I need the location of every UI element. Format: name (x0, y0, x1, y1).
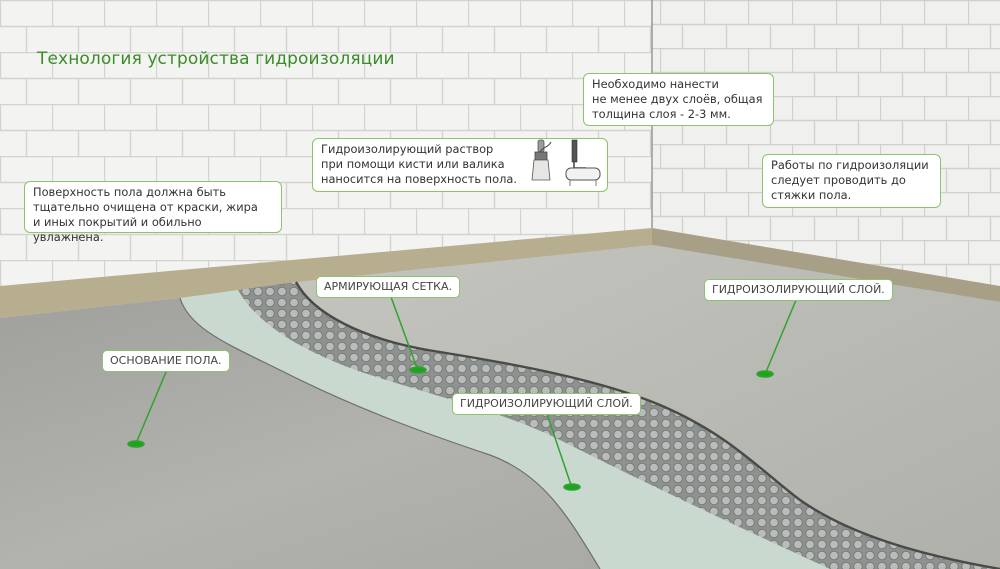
wall-screed-left (0, 228, 652, 318)
label-waterproofing-layer-right: ГИДРОИЗОЛИРУЮЩИЙ СЛОЙ. (704, 279, 893, 301)
note-timing: Работы по гидроизоляции следует проводит… (762, 154, 941, 208)
tools-illustration (531, 139, 601, 186)
note-application: Гидроизолирующий раствор при помощи кист… (312, 138, 608, 192)
roller-icon (565, 139, 601, 186)
page-title: Технология устройства гидроизоляции (37, 49, 395, 69)
right-wall (652, 0, 1000, 286)
label-mesh: АРМИРУЮЩАЯ СЕТКА. (316, 276, 460, 298)
label-waterproofing-layer-middle: ГИДРОИЗОЛИРУЮЩИЙ СЛОЙ. (452, 393, 641, 415)
label-floor-base: ОСНОВАНИЕ ПОЛА. (102, 350, 230, 372)
note-layers: Необходимо нанести не менее двух слоёв, … (583, 73, 774, 126)
top-layer-area (296, 245, 1000, 569)
wall-screed-right (652, 228, 1000, 302)
note-surface-prep: Поверхность пола должна быть тщательно о… (24, 181, 282, 244)
brush-icon (531, 139, 552, 181)
